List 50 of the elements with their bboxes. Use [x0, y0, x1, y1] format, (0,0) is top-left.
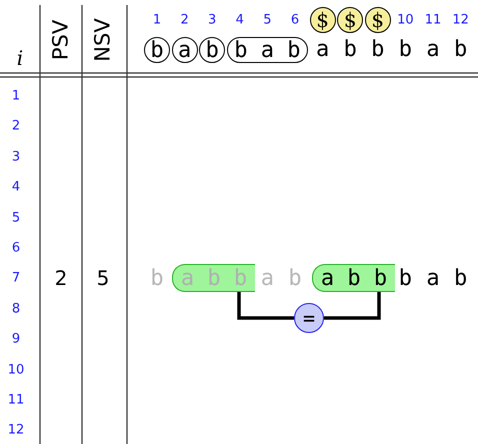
rounded-group: b [199, 37, 226, 63]
position-number: 1 [152, 14, 162, 26]
row-number: 8 [12, 302, 20, 316]
position-number: 6 [290, 14, 300, 26]
string-letter: a [426, 39, 440, 61]
string-letter: b [371, 39, 384, 61]
row-number: 2 [12, 120, 20, 133]
position-number: 11 [424, 14, 442, 26]
string-letter: b [398, 268, 412, 290]
dollar-coin: $ [310, 7, 336, 33]
position-number: 2 [180, 14, 189, 26]
dollar-coin: $ [364, 7, 391, 33]
column-header: i [16, 48, 24, 68]
string-letter: a [260, 268, 274, 290]
equals-circle: = [294, 303, 324, 333]
table-cell: 5 [96, 268, 110, 288]
string-letter: b [150, 268, 164, 290]
position-number: 10 [397, 14, 414, 26]
string-letter: a [426, 268, 440, 290]
column-header: NSV [92, 18, 114, 62]
position-number: 5 [263, 14, 272, 26]
row-number: 1 [12, 90, 20, 102]
row-number: 6 [12, 242, 20, 254]
table-cell: 2 [54, 268, 68, 288]
string-letter: a [316, 39, 330, 61]
bracket-line [324, 292, 381, 320]
rounded-group: a [172, 37, 198, 63]
highlighted-substring: a b b [312, 264, 395, 292]
position-number: 3 [208, 14, 216, 26]
dollar-coin: $ [337, 7, 364, 33]
bracket-line [237, 292, 294, 320]
column-header: PSV [50, 20, 72, 60]
string-letter: b [398, 39, 412, 61]
row-number: 4 [12, 180, 20, 194]
string-letter: b [454, 39, 468, 61]
string-letter: b [288, 268, 302, 290]
rounded-group: b a b [226, 37, 308, 63]
string-letter: b [344, 39, 357, 61]
row-number: 11 [8, 394, 24, 406]
rounded-group: b [144, 37, 170, 63]
row-number: 12 [8, 424, 24, 437]
highlighted-substring: a b b [172, 264, 255, 292]
row-number: 3 [12, 150, 20, 164]
row-number: 7 [12, 272, 20, 285]
row-number: 9 [12, 332, 20, 346]
string-letter: b [454, 268, 468, 290]
row-number: 10 [8, 363, 24, 376]
position-number: 12 [452, 14, 469, 26]
position-number: 4 [236, 14, 244, 26]
row-number: 5 [12, 211, 20, 224]
